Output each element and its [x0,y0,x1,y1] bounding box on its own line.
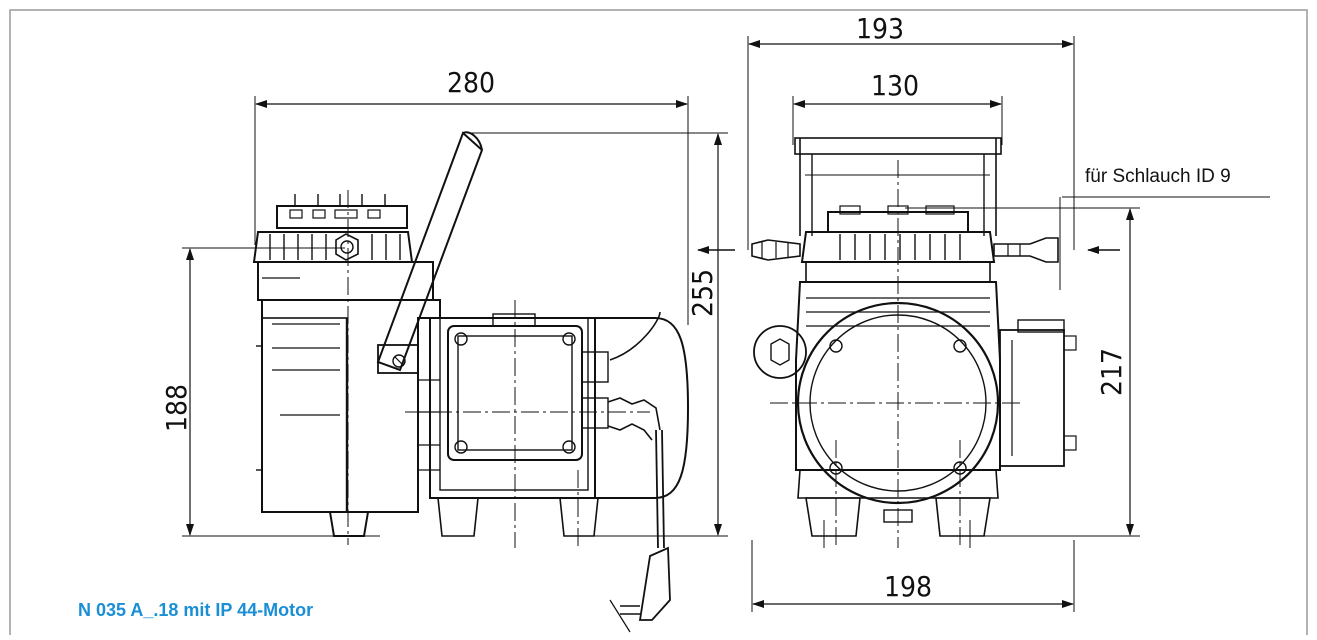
dimension-label-193: 193 [856,12,904,45]
dimension-label-130: 130 [871,69,919,102]
dimension-label-217: 217 [1095,348,1128,396]
drawing-caption: N 035 A_.18 mit IP 44-Motor [78,600,313,620]
side-view [182,96,728,633]
front-view [697,36,1270,612]
dimension-label-198: 198 [884,570,932,603]
dimension-label-255: 255 [686,269,719,317]
dimension-label-280: 280 [447,66,495,99]
hose-size-note: für Schlauch ID 9 [1085,166,1231,187]
dimension-label-188: 188 [160,384,193,432]
page-border [9,9,1308,635]
